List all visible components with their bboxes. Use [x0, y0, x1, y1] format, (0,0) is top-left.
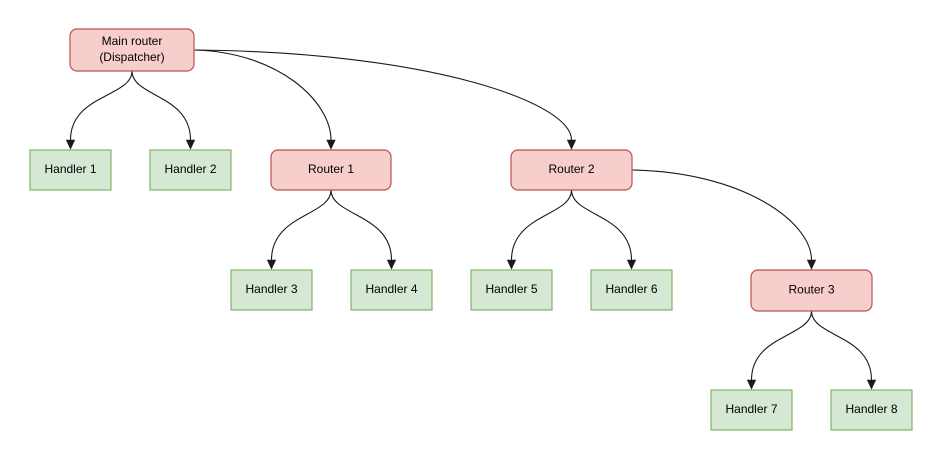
edge-router-3-to-handler-7 — [746, 310, 813, 390]
edge-arrowhead — [185, 139, 196, 150]
node-label: Handler 6 — [605, 282, 657, 296]
edge-line — [631, 169, 813, 261]
edge-arrowhead — [326, 139, 336, 150]
edge-line — [193, 49, 573, 141]
edge-arrowhead — [806, 259, 817, 270]
edge-line — [193, 49, 332, 141]
node-box-handler[interactable] — [710, 389, 793, 431]
edge-arrowhead — [65, 139, 76, 150]
edge-line — [330, 189, 393, 261]
node-handler-3[interactable]: Handler 3 — [230, 269, 313, 311]
node-handler-5[interactable]: Handler 5 — [470, 269, 553, 311]
edge-arrowhead — [626, 259, 637, 270]
edge-router-3-to-handler-8 — [810, 310, 877, 390]
node-box-handler[interactable] — [470, 269, 553, 311]
edge-arrowhead — [506, 259, 517, 270]
node-box-router[interactable] — [510, 149, 633, 191]
node-handler-8[interactable]: Handler 8 — [830, 389, 913, 431]
node-box-handler[interactable] — [29, 149, 112, 191]
node-label: Handler 5 — [485, 282, 537, 296]
node-label: Handler 4 — [365, 282, 417, 296]
node-handler-2[interactable]: Handler 2 — [149, 149, 232, 191]
node-handler-4[interactable]: Handler 4 — [350, 269, 433, 311]
node-box-handler[interactable] — [350, 269, 433, 311]
node-router-1[interactable]: Router 1 — [270, 149, 392, 191]
node-layer: Main router(Dispatcher) Handler 1 Handler … — [29, 28, 913, 431]
node-label: Handler 7 — [725, 402, 777, 416]
edge-arrowhead — [566, 139, 577, 150]
edge-arrowhead — [266, 259, 277, 270]
node-box-handler[interactable] — [230, 269, 313, 311]
node-box-router[interactable] — [69, 28, 195, 72]
edge-router-1-to-handler-3 — [266, 189, 332, 270]
edge-line — [810, 310, 873, 381]
edge-line — [750, 310, 813, 381]
node-label: Handler 3 — [245, 282, 297, 296]
edge-line — [69, 70, 133, 141]
node-label: Router 3 — [788, 283, 834, 297]
edge-router-2-to-handler-6 — [570, 189, 637, 270]
node-box-handler[interactable] — [590, 269, 673, 311]
node-label: Handler 1 — [44, 162, 96, 176]
node-main-router[interactable]: Main router(Dispatcher) — [69, 28, 195, 72]
edge-line — [510, 189, 573, 261]
edge-layer — [65, 49, 877, 390]
node-label: Main router(Dispatcher) — [99, 34, 164, 64]
edge-arrowhead — [386, 259, 397, 270]
edge-line — [270, 189, 332, 261]
edge-main-router-to-handler-1 — [65, 70, 133, 150]
node-label: Handler 8 — [845, 402, 897, 416]
edge-router-1-to-handler-4 — [330, 189, 397, 270]
edge-router-2-to-handler-5 — [506, 189, 573, 270]
node-router-3[interactable]: Router 3 — [750, 269, 873, 312]
node-label: Router 1 — [308, 162, 354, 176]
node-label: Handler 2 — [164, 162, 216, 176]
edge-line — [131, 70, 192, 141]
edge-main-router-to-router-2 — [193, 49, 577, 150]
edge-arrowhead — [746, 379, 757, 390]
node-box-handler[interactable] — [830, 389, 913, 431]
node-handler-7[interactable]: Handler 7 — [710, 389, 793, 431]
edge-router-2-to-router-3 — [631, 169, 817, 270]
edge-line — [570, 189, 633, 261]
edge-main-router-to-router-1 — [193, 49, 336, 150]
node-router-2[interactable]: Router 2 — [510, 149, 633, 191]
node-handler-6[interactable]: Handler 6 — [590, 269, 673, 311]
node-box-router[interactable] — [750, 269, 873, 312]
node-handler-1[interactable]: Handler 1 — [29, 149, 112, 191]
node-box-handler[interactable] — [149, 149, 232, 191]
node-box-router[interactable] — [270, 149, 392, 191]
edge-main-router-to-handler-2 — [131, 70, 196, 150]
node-label: Router 2 — [548, 162, 594, 176]
edge-arrowhead — [866, 379, 877, 390]
